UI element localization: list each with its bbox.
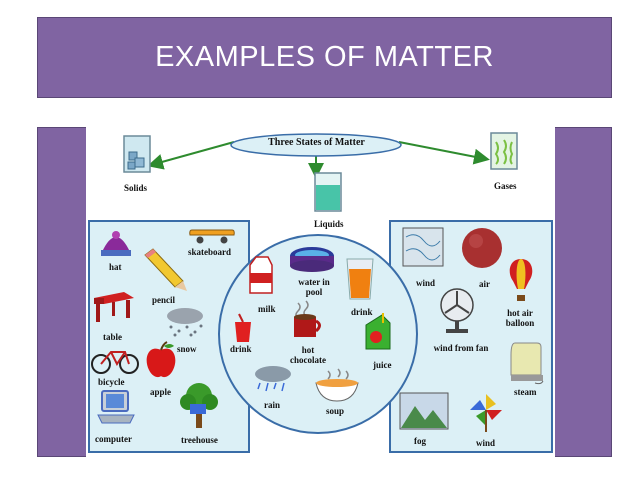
solid-label-computer: computer <box>95 434 132 444</box>
hat-icon <box>101 231 131 256</box>
pencil-icon <box>144 248 187 291</box>
gas-label-fog: fog <box>414 436 426 446</box>
gas-label-wind-from-fan: wind from fan <box>433 343 489 353</box>
gases-label: Gases <box>494 181 517 191</box>
solid-label-snow: snow <box>177 344 197 354</box>
solid-label-apple: apple <box>150 387 172 397</box>
apple-icon <box>146 341 176 378</box>
diagram-title: Three States of Matter <box>268 137 365 148</box>
gas-label-pinwheel-wind: wind <box>476 438 496 448</box>
liquid-label-drink-glass: drink <box>351 307 373 317</box>
solids-label: Solids <box>124 183 148 193</box>
steam-iron-icon <box>510 342 544 385</box>
solid-label-bicycle: bicycle <box>98 377 125 387</box>
juice-icon <box>365 313 391 350</box>
solid-label-pencil: pencil <box>152 295 176 305</box>
milk-icon <box>249 256 273 294</box>
skateboard-icon <box>189 229 235 244</box>
solid-label-table: table <box>103 332 122 342</box>
drink-glass-icon <box>346 258 374 300</box>
fog-icon <box>399 392 449 430</box>
liquids-beaker-icon <box>314 172 342 212</box>
bicycle-icon <box>91 351 139 374</box>
gases-beaker-icon <box>490 132 518 170</box>
computer-icon <box>97 390 135 424</box>
treehouse-icon <box>180 383 218 428</box>
hot-chocolate-icon <box>294 300 321 337</box>
liquid-label-soup: soup <box>326 406 345 416</box>
drink-cup-icon <box>235 313 251 342</box>
title-ellipse <box>230 133 402 157</box>
gas-label-air: air <box>479 279 490 289</box>
matter-diagram: Three States of Matter Solids Liquids Ga… <box>86 127 555 457</box>
gas-label-wind-map: wind <box>416 278 436 288</box>
soup-icon <box>315 368 359 402</box>
liquid-label-hot-chocolate: hot chocolate <box>290 345 326 365</box>
hot-air-balloon-icon <box>509 259 533 301</box>
air-ball-icon <box>462 228 502 268</box>
solid-label-skateboard: skateboard <box>188 247 232 257</box>
solid-label-hat: hat <box>109 262 122 272</box>
liquid-label-milk: milk <box>258 304 276 314</box>
snow-icon <box>167 308 203 337</box>
liquid-label-drink-cup: drink <box>230 344 252 354</box>
liquid-label-juice: juice <box>373 360 392 370</box>
title-bar: EXAMPLES OF MATTER <box>37 17 612 98</box>
slide-title: EXAMPLES OF MATTER <box>155 41 494 73</box>
water-in-pool-icon <box>290 247 334 272</box>
gas-label-steam: steam <box>514 387 537 397</box>
liquid-label-water-in-pool: water in pool <box>298 277 330 297</box>
liquids-label: Liquids <box>314 219 344 229</box>
fan-icon <box>440 288 474 333</box>
table-icon <box>94 292 134 322</box>
wind-map-icon <box>402 227 444 267</box>
pinwheel-icon <box>470 394 502 432</box>
gas-label-hot-air-balloon: hot air balloon <box>505 308 535 328</box>
solid-label-treehouse: treehouse <box>181 435 218 445</box>
solids-beaker-icon <box>123 135 151 173</box>
rain-icon <box>255 366 291 392</box>
liquid-label-rain: rain <box>264 400 281 410</box>
